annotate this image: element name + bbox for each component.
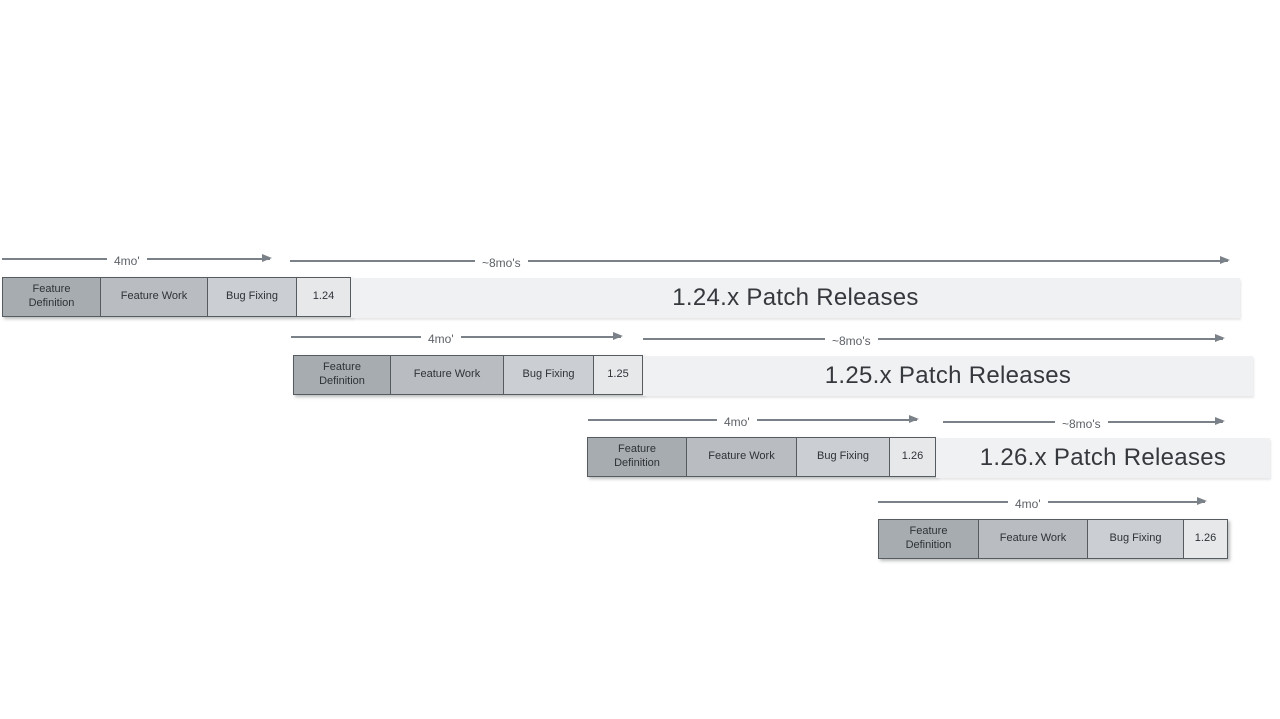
- version-box: 1.24: [297, 278, 350, 316]
- dev-duration-label: 4mo': [428, 332, 454, 346]
- dev-duration-arrow-1.25: 4mo': [291, 329, 624, 346]
- phase-box-feature-work: Feature Work: [687, 438, 797, 476]
- phase-box-feature-definition: Feature Definition: [879, 520, 979, 558]
- phase-label: Bug Fixing: [817, 450, 869, 463]
- release-cycle-1.24: Feature Definition Feature Work Bug Fixi…: [2, 277, 351, 317]
- patch-releases-bar-1.25: 1.25.x Patch Releases: [643, 356, 1253, 396]
- release-cycle-1.26: Feature Definition Feature Work Bug Fixi…: [587, 437, 936, 477]
- phase-label: Feature Work: [999, 532, 1067, 545]
- patch-releases-label: 1.25.x Patch Releases: [824, 362, 1072, 389]
- dev-duration-arrow-1.24: 4mo': [2, 251, 273, 268]
- arrow-head-line: [1107, 417, 1226, 425]
- phase-label: Feature Work: [708, 450, 775, 463]
- phase-box-feature-definition: Feature Definition: [294, 356, 391, 394]
- arrow-head-line: [146, 254, 273, 262]
- phase-label: Feature Definition: [28, 283, 75, 309]
- phase-box-feature-work: Feature Work: [101, 278, 208, 316]
- arrow-line: [943, 421, 1055, 423]
- arrow-line: [2, 258, 107, 260]
- phase-label: Feature Work: [413, 368, 481, 381]
- arrow-line: [588, 419, 717, 421]
- version-label: 1.26: [1194, 532, 1217, 545]
- patch-releases-bar-1.24: 1.24.x Patch Releases: [351, 278, 1240, 318]
- patch-releases-label: 1.26.x Patch Releases: [979, 444, 1227, 471]
- arrow-head-line: [756, 415, 920, 423]
- phase-box-bug-fixing: Bug Fixing: [797, 438, 890, 476]
- phase-label: Feature Definition: [319, 361, 365, 387]
- phase-box-bug-fixing: Bug Fixing: [1088, 520, 1184, 558]
- dev-duration-label: 4mo': [724, 415, 750, 429]
- arrow-line: [878, 501, 1008, 503]
- phase-box-feature-definition: Feature Definition: [3, 278, 101, 316]
- dev-duration-label: 4mo': [114, 254, 140, 268]
- version-label: 1.26: [901, 450, 924, 463]
- version-box: 1.26: [890, 438, 935, 476]
- patch-releases-label: 1.24.x Patch Releases: [672, 284, 919, 311]
- version-box: 1.26: [1184, 520, 1227, 558]
- patch-duration-arrow-1.25: ~8mo's: [643, 331, 1226, 348]
- dev-duration-arrow-next: 4mo': [878, 494, 1208, 511]
- patch-duration-label: ~8mo's: [482, 256, 521, 270]
- phase-label: Feature Definition: [905, 525, 952, 551]
- arrow-head-line: [460, 332, 624, 340]
- phase-box-feature-work: Feature Work: [979, 520, 1088, 558]
- phase-label: Feature Work: [120, 290, 188, 303]
- version-label: 1.24: [312, 290, 335, 303]
- release-cycle-1.25: Feature Definition Feature Work Bug Fixi…: [293, 355, 643, 395]
- version-label: 1.25: [607, 368, 629, 381]
- phase-label: Bug Fixing: [226, 290, 278, 303]
- phase-box-bug-fixing: Bug Fixing: [504, 356, 594, 394]
- arrow-line: [290, 260, 475, 262]
- arrow-head-line: [527, 256, 1231, 264]
- phase-label: Feature Definition: [614, 443, 660, 469]
- arrow-head-line: [1047, 497, 1208, 505]
- arrow-line: [643, 338, 825, 340]
- phase-box-feature-definition: Feature Definition: [588, 438, 687, 476]
- phase-box-bug-fixing: Bug Fixing: [208, 278, 297, 316]
- release-cycle-next: Feature Definition Feature Work Bug Fixi…: [878, 519, 1228, 559]
- arrow-head-line: [877, 334, 1226, 342]
- phase-box-feature-work: Feature Work: [391, 356, 504, 394]
- patch-duration-label: ~8mo's: [1062, 417, 1101, 431]
- patch-duration-arrow-1.24: ~8mo's: [290, 253, 1231, 270]
- patch-releases-bar-1.26: 1.26.x Patch Releases: [936, 438, 1270, 478]
- arrow-line: [291, 336, 421, 338]
- version-box: 1.25: [594, 356, 642, 394]
- dev-duration-arrow-1.26: 4mo': [588, 412, 920, 429]
- patch-duration-label: ~8mo's: [832, 334, 871, 348]
- dev-duration-label: 4mo': [1015, 497, 1041, 511]
- patch-duration-arrow-1.26: ~8mo's: [943, 414, 1226, 431]
- phase-label: Bug Fixing: [1109, 532, 1162, 545]
- phase-label: Bug Fixing: [522, 368, 575, 381]
